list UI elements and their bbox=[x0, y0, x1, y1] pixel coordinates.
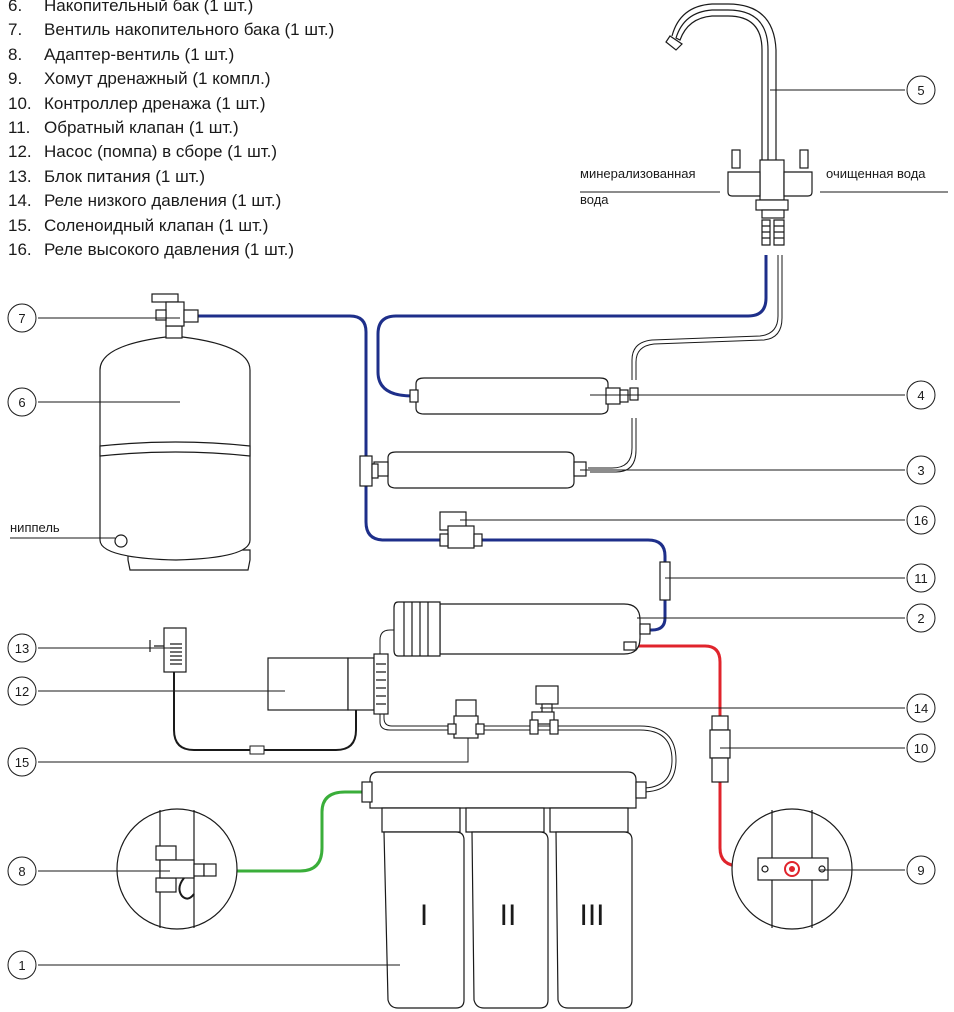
blue-tube-tee-down bbox=[364, 486, 443, 542]
callout-10: 10 bbox=[906, 733, 936, 763]
thin-tube-to-faucet-b bbox=[635, 255, 783, 380]
housing-label-3: III bbox=[579, 899, 604, 932]
svg-text:12: 12 bbox=[15, 684, 29, 699]
prefilter-block bbox=[361, 771, 647, 1009]
thin-tube-filter3-to-4 bbox=[588, 418, 633, 469]
low-pressure-relay bbox=[529, 685, 559, 735]
thin-tube-filter3-to-4-b bbox=[590, 418, 637, 473]
callout-11: 11 bbox=[906, 563, 936, 593]
legend-item: 14.Реле низкого давления (1 шт.) bbox=[8, 191, 282, 211]
callout-14: 14 bbox=[906, 693, 936, 723]
svg-text:11: 11 bbox=[914, 571, 928, 586]
callout-13: 13 bbox=[7, 633, 37, 663]
callout-3: 3 bbox=[906, 455, 936, 485]
blue-tube-to-faucet bbox=[376, 255, 768, 398]
svg-text:13: 13 bbox=[15, 641, 29, 656]
postfilter-cartridge-3 bbox=[373, 451, 587, 489]
postfilter-cartridge-4 bbox=[409, 377, 639, 415]
pump-assembly bbox=[267, 653, 389, 715]
feed-adapter-detail bbox=[116, 808, 238, 930]
storage-tank bbox=[99, 325, 251, 571]
legend-item: 7.Вентиль накопительного бака (1 шт.) bbox=[8, 20, 335, 40]
legend-item: 11.Обратный клапан (1 шт.) bbox=[8, 118, 239, 138]
housing-label-2: II bbox=[500, 899, 517, 932]
svg-text:9: 9 bbox=[917, 863, 924, 878]
faucet bbox=[665, 3, 813, 246]
svg-text:15: 15 bbox=[15, 755, 29, 770]
svg-text:2: 2 bbox=[917, 611, 924, 626]
legend-item: 6.Накопительный бак (1 шт.) bbox=[8, 0, 254, 15]
svg-text:8: 8 bbox=[18, 864, 25, 879]
legend-item: 16.Реле высокого давления (1 шт.) bbox=[8, 240, 295, 260]
power-cable bbox=[173, 664, 357, 751]
thin-tube-pump-to-solenoid-b bbox=[383, 712, 455, 727]
callout-1: 1 bbox=[7, 950, 37, 980]
svg-text:6: 6 bbox=[18, 395, 25, 410]
nipple-label: ниппель bbox=[10, 520, 60, 535]
legend-item: 15.Соленоидный клапан (1 шт.) bbox=[8, 215, 269, 235]
svg-text:16: 16 bbox=[914, 513, 928, 528]
callout-6: 6 bbox=[7, 387, 37, 417]
high-pressure-relay bbox=[439, 511, 483, 549]
callout-2: 2 bbox=[906, 603, 936, 633]
svg-text:5: 5 bbox=[917, 83, 924, 98]
components-legend: 6.Накопительный бак (1 шт.) 7.Вентиль на… bbox=[8, 0, 334, 262]
power-supply bbox=[149, 627, 187, 673]
tee-fitting bbox=[359, 455, 379, 487]
thin-tube-pump-to-membrane bbox=[379, 629, 396, 656]
legend-item: 9.Хомут дренажный (1 компл.) bbox=[8, 69, 271, 89]
check-valve bbox=[659, 561, 671, 601]
green-feed-tube bbox=[214, 790, 374, 873]
blue-tube-tank-line bbox=[198, 314, 368, 458]
red-drain-tube bbox=[632, 644, 722, 718]
svg-text:7: 7 bbox=[18, 311, 25, 326]
callout-9: 9 bbox=[906, 855, 936, 885]
cable-clip bbox=[249, 745, 265, 755]
legend-item: 10.Контроллер дренажа (1 шт.) bbox=[8, 93, 266, 113]
callout-15: 15 bbox=[7, 747, 37, 777]
thin-tube-solenoid-to-block bbox=[478, 725, 677, 793]
svg-text:1: 1 bbox=[18, 958, 25, 973]
tank-valve bbox=[151, 293, 199, 327]
mineralized-water-label-line2: вода bbox=[580, 192, 609, 207]
callout-4: 4 bbox=[906, 380, 936, 410]
thin-tube-solenoid-to-block-b bbox=[478, 729, 673, 789]
svg-text:4: 4 bbox=[917, 388, 924, 403]
callout-leaders bbox=[10, 89, 948, 966]
membrane-housing bbox=[393, 601, 651, 657]
svg-text:3: 3 bbox=[917, 463, 924, 478]
legend-item: 13.Блок питания (1 шт.) bbox=[8, 166, 206, 186]
solenoid-valve bbox=[447, 699, 485, 739]
callout-12: 12 bbox=[7, 676, 37, 706]
svg-text:14: 14 bbox=[914, 701, 928, 716]
legend-item: 12.Насос (помпа) в сборе (1 шт.) bbox=[8, 142, 277, 162]
callout-16: 16 bbox=[906, 505, 936, 535]
housing-label-1: I bbox=[420, 899, 428, 932]
callout-5: 5 bbox=[906, 75, 936, 105]
blue-tube-to-check-valve bbox=[480, 538, 667, 566]
callout-7: 7 bbox=[7, 303, 37, 333]
drain-flow-restrictor bbox=[709, 715, 731, 783]
legend-item: 8.Адаптер-вентиль (1 шт.) bbox=[8, 44, 235, 64]
mineralized-water-label: минерализованная bbox=[580, 166, 696, 181]
callout-8: 8 bbox=[7, 856, 37, 886]
svg-text:10: 10 bbox=[914, 741, 928, 756]
thin-tube-to-faucet bbox=[631, 255, 779, 380]
drain-clamp-detail bbox=[731, 808, 853, 930]
purified-water-label: очищенная вода bbox=[826, 166, 926, 181]
thin-tube-pump-to-solenoid bbox=[379, 712, 455, 731]
